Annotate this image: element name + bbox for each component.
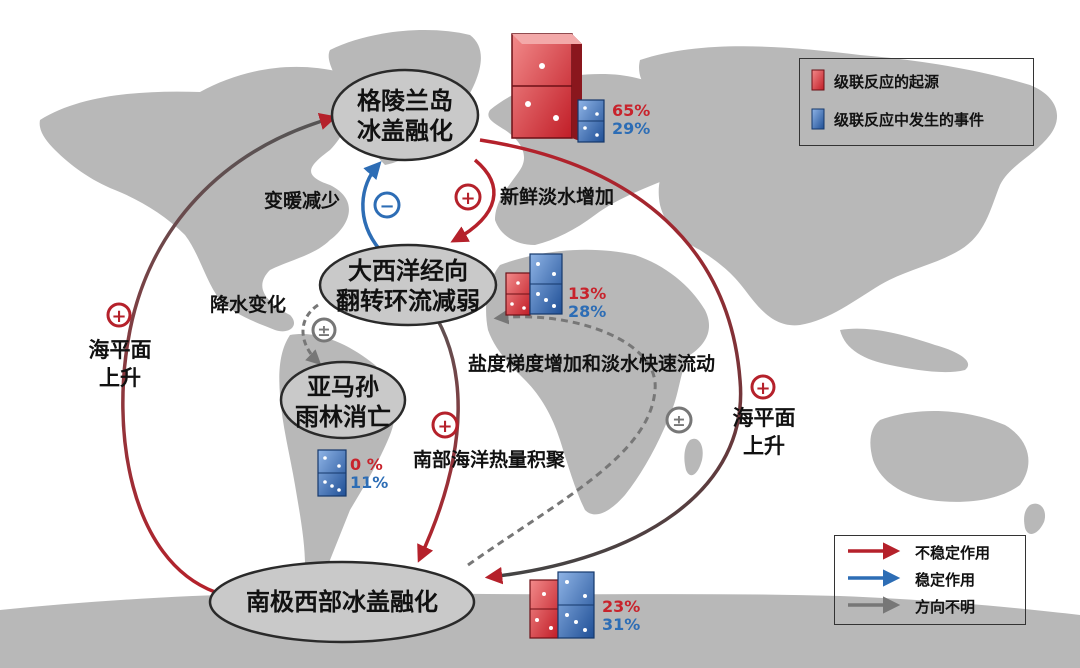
stat-greenland-event: 29% xyxy=(612,119,651,138)
stats-antarctica: 23% 31% xyxy=(602,598,640,634)
node-antarctica-line1: 南极西部冰盖融化 xyxy=(246,588,438,616)
node-greenland-label: 格陵兰岛 冰盖融化 xyxy=(340,86,470,146)
node-amoc-line1: 大西洋经向 xyxy=(348,257,468,285)
sign-sea-level-left: + xyxy=(106,302,132,328)
stats-greenland: 65% 29% xyxy=(612,102,650,138)
land-southeast-asia xyxy=(840,328,969,373)
domino-greenland-event xyxy=(577,99,605,143)
stat-amoc-origin: 13% xyxy=(568,284,607,303)
land-asia xyxy=(639,46,1058,326)
stats-amazon: 0 % 11% xyxy=(350,456,388,492)
land-new-zealand xyxy=(1024,503,1046,534)
label-southern-ocean-heat: 南部海洋热量积聚 xyxy=(413,449,566,471)
label-precip-change: 降水变化 xyxy=(210,294,287,316)
sign-precip: ± xyxy=(311,317,337,343)
stat-antarctica-event: 31% xyxy=(602,615,641,634)
node-amazon-line1: 亚马孙 xyxy=(307,373,379,401)
svg-text:±: ± xyxy=(672,411,685,430)
domino-amazon-event xyxy=(317,449,347,497)
legend-unclear-label: 方向不明 xyxy=(915,598,976,616)
domino-amoc-event xyxy=(529,253,563,315)
legend-event-label: 级联反应中发生的事件 xyxy=(834,111,985,129)
sign-freshwater: + xyxy=(454,183,482,211)
sign-sea-level-right: + xyxy=(750,374,776,400)
arrow-amoc-to-amazon xyxy=(301,303,322,366)
label-sea-level-right: 海平面 上升 xyxy=(725,404,803,460)
node-amazon xyxy=(279,360,407,440)
domino-amoc-origin xyxy=(505,272,531,316)
stat-amazon-origin: 0 % xyxy=(350,455,383,474)
node-amazon-line2: 雨林消亡 xyxy=(295,403,391,431)
sign-warming-reduction: − xyxy=(373,191,401,219)
label-sea-level-left: 海平面 上升 xyxy=(81,336,159,392)
label-sea-level-left-line1: 海平面 xyxy=(88,338,152,362)
svg-text:±: ± xyxy=(317,321,330,340)
sign-salinity: ± xyxy=(665,406,693,434)
node-greenland-line2: 冰盖融化 xyxy=(357,117,453,145)
legend-stabilizing-label: 稳定作用 xyxy=(915,571,976,589)
domino-greenland-origin xyxy=(511,33,582,142)
label-sea-level-right-line1: 海平面 xyxy=(732,406,796,430)
nodes xyxy=(208,68,498,644)
domino-antarctica-event xyxy=(557,571,595,639)
stats-amoc: 13% 28% xyxy=(568,285,606,321)
connections xyxy=(121,112,743,594)
legend-icons xyxy=(811,69,901,614)
legend-destabilizing-label: 不稳定作用 xyxy=(915,544,991,562)
land-madagascar xyxy=(684,438,703,476)
land-africa xyxy=(486,249,710,515)
node-greenland xyxy=(330,68,480,162)
svg-text:+: + xyxy=(111,306,126,327)
node-amazon-label: 亚马孙 雨林消亡 xyxy=(290,372,396,432)
node-amoc-line2: 翻转环流减弱 xyxy=(336,287,480,315)
svg-text:+: + xyxy=(437,416,452,437)
stat-antarctica-origin: 23% xyxy=(602,597,641,616)
arrow-greenland-to-antarctica xyxy=(479,138,743,585)
label-freshwater-increase: 新鲜淡水增加 xyxy=(500,186,615,208)
legend-domino: 级联反应的起源 级联反应中发生的事件 xyxy=(799,58,1034,146)
node-amoc xyxy=(318,243,498,327)
sign-markers: + + − ± ± + + xyxy=(106,183,776,439)
svg-text:+: + xyxy=(460,188,475,209)
stat-greenland-origin: 65% xyxy=(612,101,651,120)
arrow-greenland-to-amoc xyxy=(450,158,496,243)
legend-arrows: 不稳定作用 稳定作用 方向不明 xyxy=(834,535,1026,625)
node-amoc-label: 大西洋经向 翻转环流减弱 xyxy=(325,256,491,316)
domino-antarctica-origin xyxy=(529,579,559,639)
node-antarctica-label: 南极西部冰盖融化 xyxy=(230,587,454,617)
arrow-amoc-to-greenland xyxy=(361,161,382,252)
svg-text:+: + xyxy=(755,378,770,399)
land-australia xyxy=(870,410,1029,502)
label-sea-level-left-line2: 上升 xyxy=(99,366,141,390)
legend-origin-label: 级联反应的起源 xyxy=(834,73,940,91)
dominoes xyxy=(317,33,605,639)
sign-southern-heat: + xyxy=(431,411,459,439)
stat-amoc-event: 28% xyxy=(568,302,607,321)
label-sea-level-right-line2: 上升 xyxy=(743,434,785,458)
svg-text:−: − xyxy=(379,196,394,217)
stat-amazon-event: 11% xyxy=(350,473,389,492)
arrow-amoc-to-antarctica xyxy=(417,298,460,563)
node-antarctica xyxy=(208,560,476,644)
label-warming-reduction: 变暖减少 xyxy=(264,190,341,212)
arrow-antarctica-to-greenland xyxy=(121,112,338,594)
node-greenland-line1: 格陵兰岛 xyxy=(357,87,453,115)
label-salinity-gradient: 盐度梯度增加和淡水快速流动 xyxy=(468,353,716,375)
